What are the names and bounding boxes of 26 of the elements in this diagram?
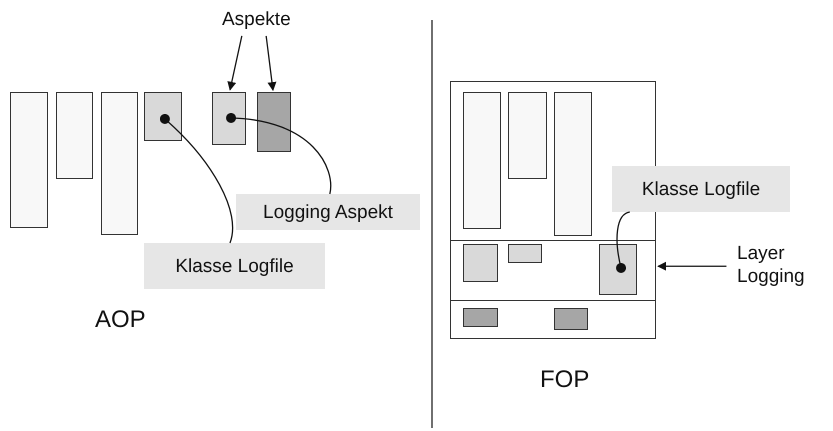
aspect-box xyxy=(257,92,291,152)
callout-label: Logging Aspekt xyxy=(236,194,420,230)
class-box xyxy=(599,244,637,295)
callout-label: Klasse Logfile xyxy=(144,243,325,289)
layer-label: Layer Logging xyxy=(737,234,833,296)
section-label: AOP xyxy=(95,308,146,331)
leader-line xyxy=(226,112,332,194)
class-box xyxy=(144,92,182,141)
class-box xyxy=(463,244,498,282)
callout-label: Klasse Logfile xyxy=(612,166,790,212)
leader-line xyxy=(616,211,630,273)
arrow xyxy=(657,262,726,271)
arrow xyxy=(266,36,276,92)
module-bar xyxy=(463,92,501,229)
module-bar xyxy=(101,92,138,235)
module-bar xyxy=(10,92,48,228)
arrow xyxy=(227,36,242,91)
module-bar xyxy=(56,92,93,179)
aspect-box xyxy=(463,308,498,327)
aspect-box xyxy=(212,92,246,145)
class-box xyxy=(508,244,542,263)
module-bar xyxy=(508,92,547,179)
section-label: FOP xyxy=(540,368,590,391)
aspect-box xyxy=(554,308,588,330)
module-bar xyxy=(554,92,592,236)
leader-line xyxy=(160,114,234,244)
